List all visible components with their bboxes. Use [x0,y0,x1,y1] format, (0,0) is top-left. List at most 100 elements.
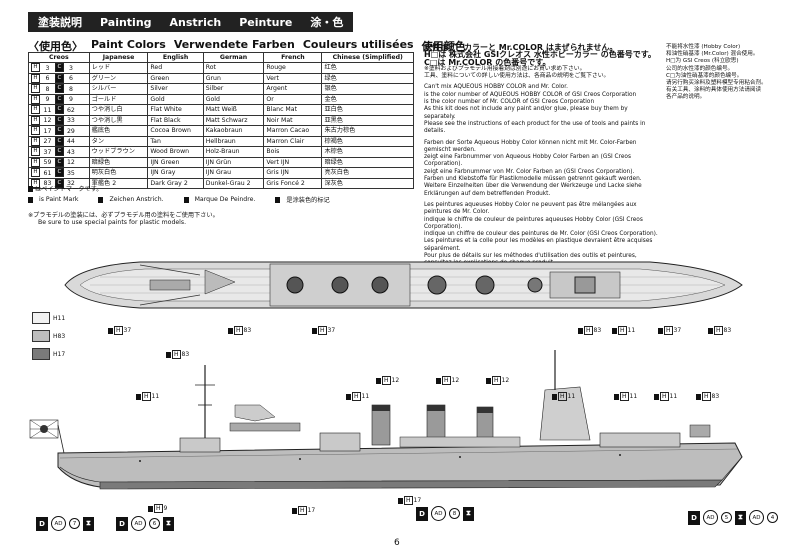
german-cell: Kakaobraun [202,125,265,137]
hobby-color-number: 6 [45,75,50,82]
mr-color-number: 62 [66,106,75,114]
creos-cell: H 6 C 6 [28,72,90,84]
mr-color-number: 35 [66,169,75,177]
english-cell: Silver [147,83,204,95]
paint-mark-flag-icon [376,377,381,384]
note-fr-3: indique un chiffre de couleur des peintu… [424,231,658,238]
note-en-1: Can't mix AQUEOUS HOBBY COLOR and Mr. Co… [424,84,568,91]
hobby-color-number: 27 [43,138,52,145]
chinese-cell: 朱古力棕色 [321,125,414,137]
paint-mark-code: H [492,376,501,385]
hobby-color-code: H [31,147,40,156]
paint-mark-flag-icon [166,351,171,358]
table-row: H 8 C 8 シルバー Silver Silber Argent 银色 [28,83,414,95]
mr-color-number: 32 [66,180,75,187]
hobby-color-code: H [31,94,40,104]
table-row: H 17 C 29 艦底色 Cocoa Brown Kakaobraun Mar… [28,125,414,137]
hobby-color-number: 61 [43,169,52,177]
paint-mark-code: H [618,326,627,335]
paint-mark-flag-icon [98,196,104,203]
hobby-color-number: 9 [45,96,50,103]
side-note-8: 各产品的说明。 [666,94,706,101]
paint-mark-flag-icon [612,327,617,334]
table-row: H 27 C 44 タン Tan Hellbraun Marron Clair … [28,135,414,147]
paint-mark-flag-icon [708,327,713,334]
swatch-label: H17 [53,350,66,358]
english-cell: Red [147,62,204,74]
paint-mark-num: 9 [163,505,168,512]
swatch-box [32,330,50,342]
note-de-2: zeigt eine Farbnummer von Aqueous Hobby … [424,154,631,168]
paint-mark-num: 37 [673,327,682,334]
paint-mark-code: H [702,392,711,401]
paint-mark-flag-icon [28,196,33,203]
paint-mark-code: H [142,392,151,401]
japanese-cell: グリーン [88,72,149,84]
paint-mark-code: H [584,326,593,335]
paint-mark-code: H [298,506,307,515]
french-cell: Bois [263,146,323,158]
table-row: H 11 C 62 つや消し白 Flat White Matt Weiß Bla… [28,104,414,116]
french-cell: Gris IJN [263,167,323,179]
swatch-box [32,312,50,324]
mr-color-code: C [54,147,64,156]
japanese-cell: 暗緑色 [88,156,149,168]
note-jp-2: H□は 株式会社 GSIクレオス 水性ホビーカラー の色番号です。 [424,50,656,60]
french-cell: Blanc Mat [263,104,323,116]
mr-color-code: C [54,115,64,125]
paint-mark-num: 11 [627,327,636,334]
english-cell: Flat Black [147,114,204,126]
table-row: H 9 C 9 ゴールド Gold Gold Or 金色 [28,93,414,105]
note-fr-4: Les peintures et la colle pour les modèl… [424,238,653,252]
paint-mark-jp: はペイントマークです。 [35,186,103,193]
french-cell: Vert [263,72,323,84]
hourglass-icon: ⧗ [83,516,94,531]
part-group: D AD 5 ⧗ AD 4 [688,510,778,525]
creos-cell: H 11 C 62 [28,104,90,116]
chinese-cell: 棕褐色 [321,135,414,147]
german-cell: Rot [202,62,265,74]
part-number: 8 [449,508,460,519]
german-cell: Grun [202,72,265,84]
part-group: D AD 8 ⧗ [416,506,474,521]
japanese-cell: 明灰白色 [88,167,149,179]
paint-mark-code: H [558,392,567,401]
paint-mark-num: 11 [669,393,678,400]
table-row: H 59 C 12 暗緑色 IJN Green IJN Grün Vert IJ… [28,156,414,168]
header-cn: 涂・色 [310,16,344,29]
side-note-5: C□为油性硝基漆的颜色编号。 [666,72,743,79]
part-d-icon: D [36,516,48,531]
note-en-5: Please see the instructions of each prod… [424,120,646,135]
hobby-color-code: H [31,73,40,83]
paint-mark-num: 83 [181,351,190,358]
mr-color-number: 12 [66,159,75,166]
paint-mark-flag-icon [654,393,659,400]
part-ad-icon: AD [131,516,146,531]
paint-mark-flag-icon [398,497,403,504]
chinese-notes: 不能将水性漆 (Hobby Color) 和油性硝基漆 (Mr.Color) 混… [666,44,786,102]
german-cell: IJN Grau [202,167,265,179]
col-german: German [202,52,265,63]
paint-mark-code: H [620,392,629,401]
mr-color-code: C [54,136,64,146]
english-cell: IJN Green [147,156,204,168]
plastic-note-jp: ※プラモデルの塗装には、必ずプラモデル用の塗料をご使用下さい。 [28,212,219,219]
paint-mark-code: H [352,392,361,401]
hobby-color-number: 8 [45,85,50,93]
hull-swatch-legend: H11 H83 H17 [32,312,65,360]
part-group: D AD 6 ⧗ [116,516,174,531]
hobby-color-number: 37 [43,148,52,156]
col-japanese: Japanese [88,52,149,63]
paint-mark-code: H [172,350,181,359]
french-cell: Argent [263,83,323,95]
paint-title-fr: Couleurs utilisées [302,38,414,51]
